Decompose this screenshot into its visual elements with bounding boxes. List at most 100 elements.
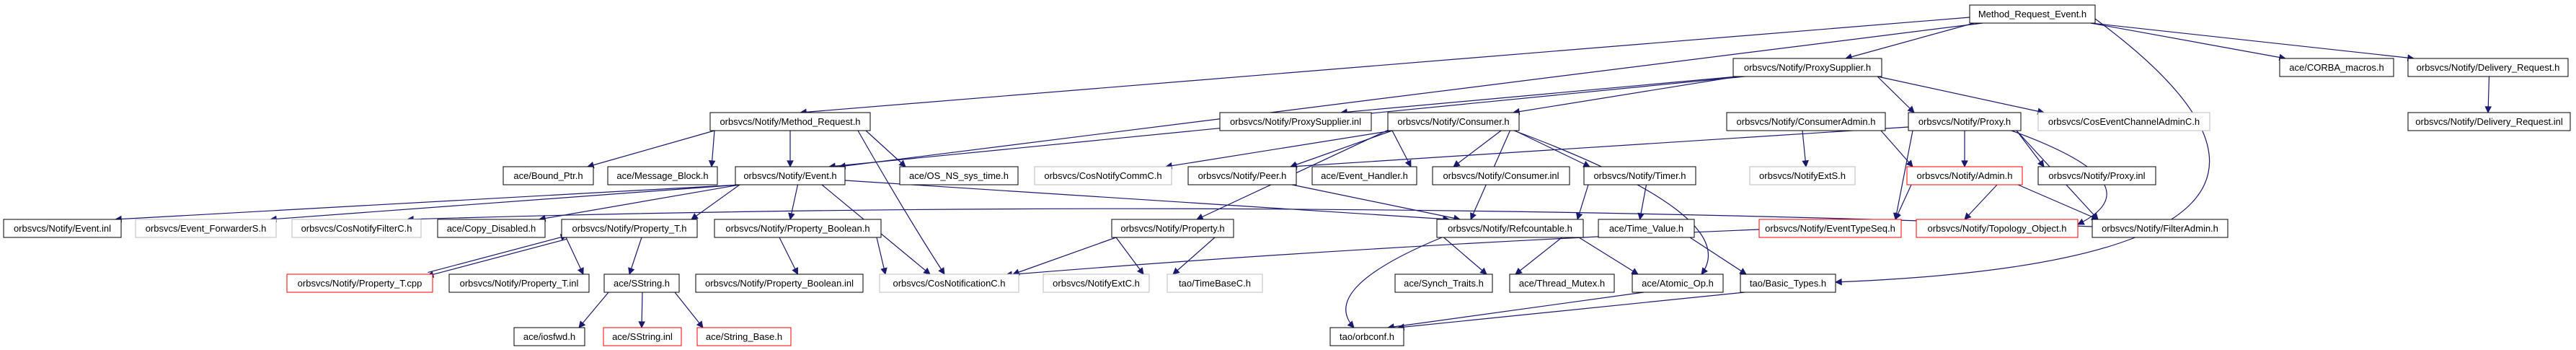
node-os_ns_sys_time[interactable]: ace/OS_NS_sys_time.h — [899, 166, 1019, 185]
node-box[interactable] — [1187, 166, 1297, 185]
node-proxysupplier_inl[interactable]: orbsvcs/Notify/ProxySupplier.inl — [1219, 112, 1372, 131]
node-box[interactable] — [1732, 58, 1882, 77]
node-basic_types[interactable]: tao/Basic_Types.h — [1740, 274, 1836, 293]
node-box[interactable] — [899, 166, 1019, 185]
node-label: orbsvcs/Notify/Method_Request.h — [720, 116, 860, 127]
edge-atomic_op-to-orbconf — [1387, 292, 1645, 331]
node-box[interactable] — [503, 166, 594, 185]
node-box[interactable] — [2279, 58, 2394, 77]
node-box[interactable] — [1906, 166, 2023, 185]
node-filteradmin[interactable]: orbsvcs/Notify/FilterAdmin.h — [2092, 219, 2228, 238]
node-box[interactable] — [1432, 166, 1570, 185]
node-box[interactable] — [1311, 166, 1417, 185]
node-box[interactable] — [1908, 112, 2022, 131]
node-delivery_request_inl[interactable]: orbsvcs/Notify/Delivery_Request.inl — [2407, 112, 2571, 131]
node-box[interactable] — [286, 274, 433, 293]
edge-consumer_h-to-peer_h — [1290, 130, 1393, 168]
node-box[interactable] — [1387, 112, 1520, 131]
node-property_h[interactable]: orbsvcs/Notify/Property.h — [1111, 219, 1234, 238]
node-box[interactable] — [437, 219, 546, 238]
node-iosfwd[interactable]: ace/iosfwd.h — [513, 327, 585, 346]
node-bound_ptr[interactable]: ace/Bound_Ptr.h — [503, 166, 594, 185]
edge-delivery_request_h-to-delivery_request_inl — [2484, 76, 2492, 113]
node-peer_h[interactable]: orbsvcs/Notify/Peer.h — [1187, 166, 1297, 185]
node-refcountable[interactable]: orbsvcs/Notify/Refcountable.h — [1436, 219, 1584, 238]
node-label: ace/Copy_Disabled.h — [447, 223, 536, 234]
node-box[interactable] — [603, 327, 682, 346]
node-property_t_h[interactable]: orbsvcs/Notify/Property_T.h — [561, 219, 698, 238]
node-consumeradmin_h[interactable]: orbsvcs/Notify/ConsumerAdmin.h — [1726, 112, 1886, 131]
node-box[interactable] — [603, 274, 680, 293]
node-topology_object[interactable]: orbsvcs/Notify/Topology_Object.h — [1916, 219, 2079, 238]
node-event_inl[interactable]: orbsvcs/Notify/Event.inl — [3, 219, 122, 238]
node-box[interactable] — [1916, 219, 2079, 238]
node-box[interactable] — [2407, 112, 2571, 131]
node-box[interactable] — [1758, 219, 1902, 238]
node-synch_traits[interactable]: ace/Synch_Traits.h — [1394, 274, 1493, 293]
node-property_boolean_inl[interactable]: orbsvcs/Notify/Property_Boolean.inl — [695, 274, 864, 293]
node-corba_macros[interactable]: ace/CORBA_macros.h — [2279, 58, 2394, 77]
node-box[interactable] — [513, 327, 585, 346]
node-consumer_inl[interactable]: orbsvcs/Notify/Consumer.inl — [1432, 166, 1570, 185]
node-box[interactable] — [1726, 112, 1886, 131]
node-event_forwarders: orbsvcs/Event_ForwarderS.h — [135, 219, 277, 238]
node-box[interactable] — [1436, 219, 1584, 238]
node-property_boolean_h[interactable]: orbsvcs/Notify/Property_Boolean.h — [714, 219, 882, 238]
node-box[interactable] — [735, 166, 846, 185]
node-box[interactable] — [695, 274, 864, 293]
node-property_t_cpp[interactable]: orbsvcs/Notify/Property_T.cpp — [286, 274, 433, 293]
node-box[interactable] — [709, 112, 871, 131]
node-thread_mutex[interactable]: ace/Thread_Mutex.h — [1509, 274, 1615, 293]
node-box[interactable] — [2037, 166, 2156, 185]
node-event_handler[interactable]: ace/Event_Handler.h — [1311, 166, 1417, 185]
edge-refcountable-to-synch_traits — [1443, 237, 1487, 275]
node-copy_disabled[interactable]: ace/Copy_Disabled.h — [437, 219, 546, 238]
edge-method_request_event-to-corba_macros — [2090, 22, 2286, 61]
node-box[interactable] — [1111, 219, 1234, 238]
node-box[interactable] — [448, 274, 590, 293]
edge-method_request_event-to-event_h — [838, 22, 1983, 170]
node-box — [879, 274, 1019, 293]
node-proxy_h[interactable]: orbsvcs/Notify/Proxy.h — [1908, 112, 2022, 131]
node-box — [2037, 112, 2210, 131]
node-box[interactable] — [1394, 274, 1493, 293]
node-event_h[interactable]: orbsvcs/Notify/Event.h — [735, 166, 846, 185]
node-box[interactable] — [561, 219, 698, 238]
node-sstring_inl[interactable]: ace/SString.inl — [603, 327, 682, 346]
node-label: orbsvcs/Notify/Delivery_Request.inl — [2415, 116, 2563, 127]
node-box[interactable] — [696, 327, 792, 346]
node-method_request_h[interactable]: orbsvcs/Notify/Method_Request.h — [709, 112, 871, 131]
node-proxy_inl[interactable]: orbsvcs/Notify/Proxy.inl — [2037, 166, 2156, 185]
node-label: orbsvcs/Notify/Consumer.h — [1397, 116, 1509, 127]
edge-basic_types-to-orbconf — [1397, 292, 1745, 331]
edge-peer_h-to-refcountable — [1291, 184, 1461, 222]
node-label: orbsvcs/Event_ForwarderS.h — [146, 223, 267, 234]
node-time_value[interactable]: ace/Time_Value.h — [1598, 219, 1695, 238]
node-eventtypeseq[interactable]: orbsvcs/Notify/EventTypeSeq.h — [1758, 219, 1902, 238]
node-box[interactable] — [607, 166, 718, 185]
node-property_t_inl[interactable]: orbsvcs/Notify/Property_T.inl — [448, 274, 590, 293]
node-box[interactable] — [1740, 274, 1836, 293]
node-notifyexts: orbsvcs/NotifyExtS.h — [1749, 166, 1856, 185]
node-orbconf[interactable]: tao/orbconf.h — [1329, 327, 1404, 346]
node-box[interactable] — [1598, 219, 1695, 238]
node-string_base[interactable]: ace/String_Base.h — [696, 327, 792, 346]
node-box[interactable] — [714, 219, 882, 238]
node-box[interactable] — [2092, 219, 2228, 238]
node-atomic_op[interactable]: ace/Atomic_Op.h — [1632, 274, 1724, 293]
edge-property_boolean_h-to-cosnotificationc — [876, 237, 888, 275]
node-timer_h[interactable]: orbsvcs/Notify/Timer.h — [1583, 166, 1696, 185]
node-consumer_h[interactable]: orbsvcs/Notify/Consumer.h — [1387, 112, 1520, 131]
node-proxysupplier_h[interactable]: orbsvcs/Notify/ProxySupplier.h — [1732, 58, 1882, 77]
node-box[interactable] — [2407, 58, 2569, 77]
node-box[interactable] — [3, 219, 122, 238]
node-box[interactable] — [1329, 327, 1404, 346]
node-box[interactable] — [1509, 274, 1615, 293]
node-delivery_request_h[interactable]: orbsvcs/Notify/Delivery_Request.h — [2407, 58, 2569, 77]
node-box[interactable] — [1583, 166, 1696, 185]
node-message_block[interactable]: ace/Message_Block.h — [607, 166, 718, 185]
node-sstring_h[interactable]: ace/SString.h — [603, 274, 680, 293]
node-box[interactable] — [1219, 112, 1372, 131]
node-admin_h[interactable]: orbsvcs/Notify/Admin.h — [1906, 166, 2023, 185]
node-box[interactable] — [1632, 274, 1724, 293]
